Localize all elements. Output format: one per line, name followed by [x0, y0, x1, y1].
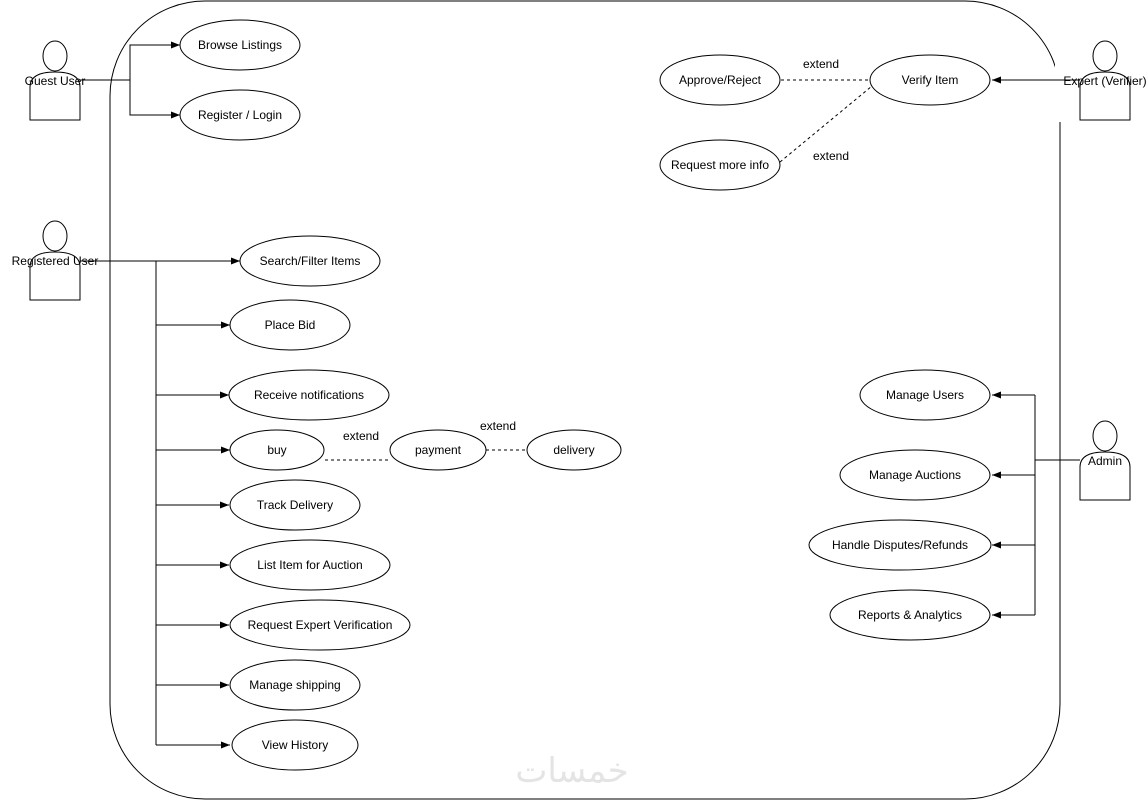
actor-expert[interactable]: Expert (Verifier) [1055, 40, 1147, 122]
svg-text:Handle Disputes/Refunds: Handle Disputes/Refunds [832, 538, 968, 552]
actor-admin-label: Admin [1088, 454, 1122, 468]
svg-text:Browse Listings: Browse Listings [198, 38, 282, 52]
svg-text:Manage Users: Manage Users [886, 388, 964, 402]
actor-guest-user-label: Guest User [25, 74, 86, 88]
svg-text:Place Bid: Place Bid [265, 318, 316, 332]
svg-text:Verify Item: Verify Item [902, 73, 959, 87]
svg-text:Receive notifications: Receive notifications [254, 388, 364, 402]
svg-text:Track Delivery: Track Delivery [257, 498, 333, 512]
actor-guest-user[interactable]: Guest User [25, 40, 86, 121]
svg-text:Search/Filter Items: Search/Filter Items [260, 254, 361, 268]
usecase-handle-disputes[interactable]: Handle Disputes/Refunds [808, 519, 992, 571]
svg-text:Register / Login: Register / Login [198, 108, 282, 122]
admin-connectors [992, 391, 1080, 619]
extend-label-buy-payment: extend [343, 429, 379, 443]
usecase-request-more-info[interactable]: Request more info [659, 139, 781, 191]
system-boundary [109, 0, 1061, 800]
usecase-receive-notifications[interactable]: Receive notifications [228, 369, 390, 421]
usecase-list-item[interactable]: List Item for Auction [229, 539, 391, 591]
usecase-register-login[interactable]: Register / Login [179, 89, 301, 141]
svg-text:Approve/Reject: Approve/Reject [679, 73, 762, 87]
extend-connectors [325, 79, 873, 461]
usecase-place-bid[interactable]: Place Bid [229, 299, 351, 351]
svg-text:Request Expert Verification: Request Expert Verification [248, 618, 393, 632]
usecase-request-verification[interactable]: Request Expert Verification [229, 599, 411, 651]
usecase-view-history[interactable]: View History [231, 719, 359, 771]
usecase-manage-shipping[interactable]: Manage shipping [229, 659, 361, 711]
usecase-delivery[interactable]: delivery [526, 429, 622, 471]
svg-text:Manage shipping: Manage shipping [249, 678, 340, 692]
actor-admin[interactable]: Admin [1079, 420, 1131, 501]
usecase-manage-auctions[interactable]: Manage Auctions [839, 449, 991, 501]
usecase-reports-analytics[interactable]: Reports & Analytics [829, 589, 991, 641]
usecase-approve-reject[interactable]: Approve/Reject [659, 54, 781, 106]
svg-text:delivery: delivery [553, 443, 594, 457]
svg-text:List Item for Auction: List Item for Auction [257, 558, 362, 572]
actor-registered-user[interactable]: Registered User [12, 220, 99, 301]
usecase-buy[interactable]: buy [229, 429, 325, 471]
usecase-track-delivery[interactable]: Track Delivery [229, 479, 361, 531]
registered-connectors [80, 257, 240, 749]
usecase-payment[interactable]: payment [389, 429, 487, 471]
guest-connectors [80, 41, 180, 119]
svg-text:View History: View History [262, 738, 328, 752]
actor-expert-label: Expert (Verifier) [1063, 74, 1146, 88]
extend-label-payment-delivery: extend [480, 419, 516, 433]
svg-text:Reports & Analytics: Reports & Analytics [858, 608, 962, 622]
extend-label-request-info: extend [813, 149, 849, 163]
svg-text:Manage Auctions: Manage Auctions [869, 468, 961, 482]
actor-registered-user-label: Registered User [12, 254, 99, 268]
svg-text:buy: buy [267, 443, 286, 457]
extend-label-approve: extend [803, 57, 839, 71]
svg-text:payment: payment [415, 443, 462, 457]
usecase-verify-item[interactable]: Verify Item [869, 54, 991, 106]
watermark: خمسات [515, 751, 628, 791]
usecase-browse-listings[interactable]: Browse Listings [179, 19, 301, 71]
svg-text:Request more info: Request more info [671, 158, 769, 172]
usecase-manage-users[interactable]: Manage Users [859, 369, 991, 421]
usecase-search-filter[interactable]: Search/Filter Items [239, 235, 381, 287]
